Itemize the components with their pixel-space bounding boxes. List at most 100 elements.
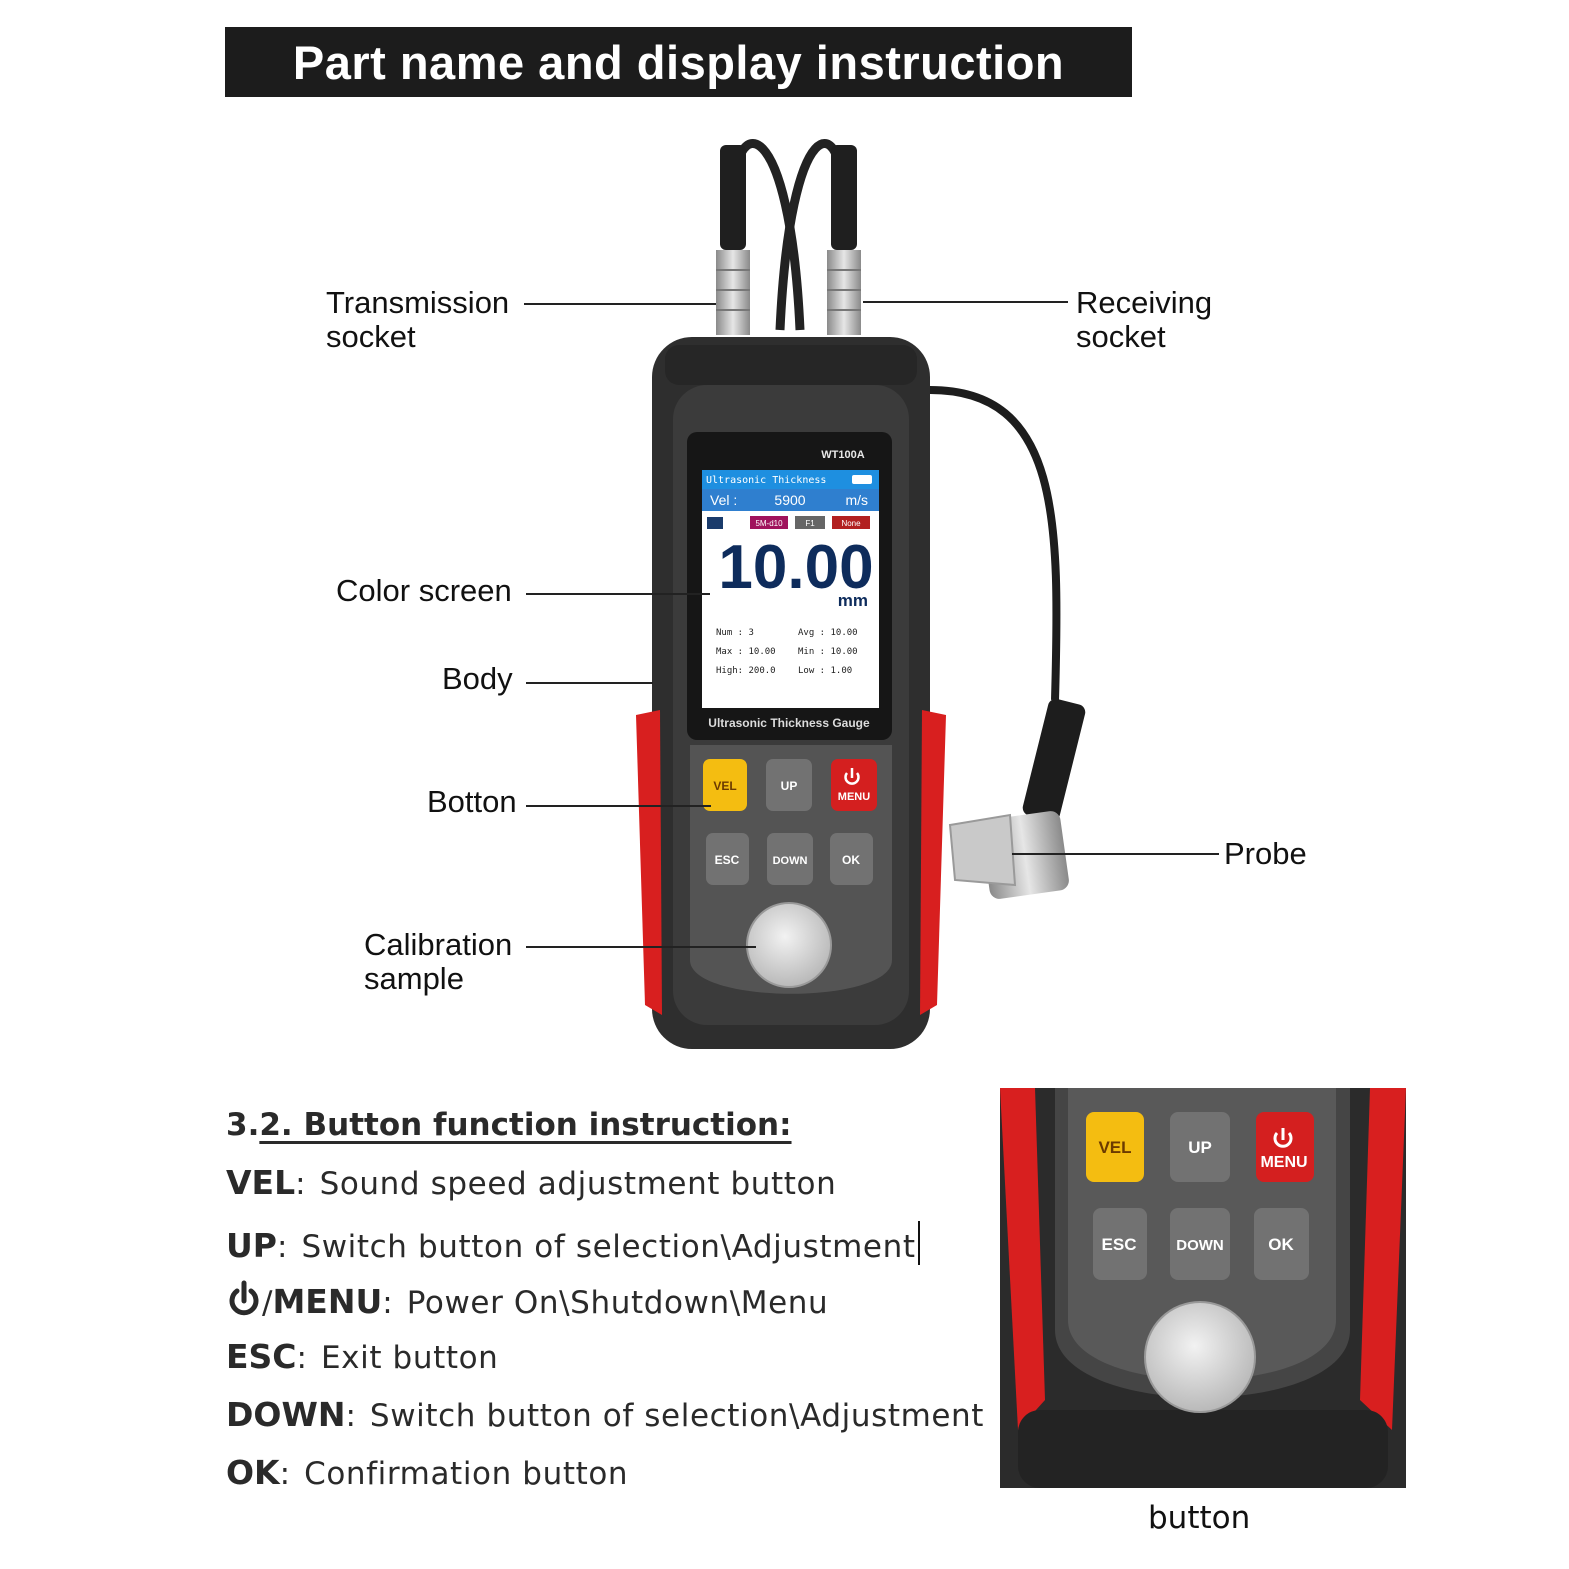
down-key: DOWN [773,855,808,867]
leader-body [526,682,653,684]
ok-key-cap [830,833,873,885]
mode-tag: F1 [805,519,815,528]
probe-tag: 5M-d10 [755,519,783,528]
function-slash: / [262,1285,273,1321]
device-footer-label: Ultrasonic Thickness Gauge [708,716,870,730]
function-desc-esc: Exit button [320,1340,499,1376]
function-sep: : [345,1398,356,1434]
header-bar: Part name and display instruction [225,27,1132,97]
function-row-vel: VEL: Sound speed adjustment button [226,1163,984,1221]
closeup-caption: button [1148,1500,1251,1536]
callout-color-screen: Color screen [336,573,512,608]
inset-up-key: UP [1188,1138,1212,1157]
down-key-cap [767,833,813,885]
callout-calibration-line1: Calibration [364,927,513,962]
callout-receiving-socket: Receiving socket [1076,286,1212,354]
callout-calibration-line2: sample [364,961,464,996]
callout-receiving-line1: Receiving [1076,285,1213,320]
power-icon [229,1280,259,1316]
calibration-sample-disc [746,902,832,988]
receiving-socket-connector [827,250,861,335]
callout-calibration-sample: Calibration sample [364,928,512,996]
vel-unit: m/s [845,492,868,508]
receiving-plug [831,145,857,250]
function-row-up: UP: Switch button of selection\Adjustment [226,1221,984,1279]
function-key-ok: OK [226,1453,280,1492]
menu-key-cap [831,759,877,811]
callout-transmission-line1: Transmission [326,285,510,320]
leader-transmission [524,303,716,305]
function-key-menu: MENU [272,1282,383,1321]
button-closeup [1000,1088,1406,1488]
stat-num: Num : 3 [716,628,754,638]
function-sep: : [276,1229,288,1265]
function-sep: : [295,1166,306,1202]
function-key-esc: ESC [226,1337,297,1376]
leader-calibration [526,946,756,948]
vel-label: Vel : [710,492,737,508]
function-sep: : [296,1340,307,1376]
up-key-cap [766,759,812,811]
stat-low: Low : 1.00 [798,666,852,676]
leader-color-screen [526,593,710,595]
function-key-down: DOWN [226,1395,346,1434]
heading-text: 2. Button function instruction: [259,1107,792,1143]
vel-key: VEL [713,779,736,793]
vel-key-cap [703,759,747,811]
probe-cable [929,386,1061,701]
vel-value: 5900 [774,492,805,508]
alarm-tag: None [841,519,861,528]
function-key-vel: VEL [226,1163,296,1202]
callout-receiving-line2: socket [1076,319,1166,354]
leader-button [526,805,711,807]
power-icon [844,768,860,785]
function-row-esc: ESC: Exit button [226,1337,984,1395]
up-key: UP [781,779,798,793]
function-desc-ok: Confirmation button [304,1456,629,1492]
callout-transmission-socket: Transmission socket [326,286,509,354]
button-function-section: 3.2. Button function instruction: VEL: So… [226,1105,984,1511]
function-sep: : [279,1456,291,1492]
function-row-ok: OK: Confirmation button [226,1453,984,1511]
menu-key: MENU [838,791,870,803]
function-desc-up: Switch button of selection\Adjustment [301,1229,916,1265]
reading-unit: mm [838,591,868,610]
inset-down-key: DOWN [1176,1237,1224,1254]
probe-face [948,813,1017,887]
callout-body: Body [442,661,513,696]
function-row-menu: /MENU: Power On\Shutdown\Menu [226,1279,984,1337]
stats-block: Num : 3 Avg : 10.00 Max : 10.00 Min : 10… [716,628,858,676]
transmission-plug [720,145,746,250]
inset-menu-key: MENU [1260,1154,1307,1171]
heading-prefix: 3. [226,1107,260,1143]
text-cursor [917,1221,920,1265]
ok-key: OK [842,853,860,867]
callout-button: Botton [427,784,517,819]
function-row-down: DOWN: Switch button of selection\Adjustme… [226,1395,984,1453]
stat-high: High: 200.0 [716,666,776,676]
stat-min: Min : 10.00 [798,647,858,657]
leader-probe [1012,853,1219,855]
section-heading: 3.2. Button function instruction: [226,1105,984,1163]
function-sep: : [382,1285,393,1321]
callout-probe: Probe [1224,836,1307,871]
right-grip [920,710,946,1015]
leader-receiving [863,301,1068,303]
function-desc-menu: Power On\Shutdown\Menu [406,1285,829,1321]
inset-esc-key: ESC [1102,1235,1137,1254]
inset-ok-key: OK [1268,1235,1294,1254]
left-grip [636,710,662,1015]
function-desc-down: Switch button of selection\Adjustment [369,1398,985,1434]
page-title: Part name and display instruction [292,36,1065,89]
function-key-up: UP [226,1226,277,1265]
callout-transmission-line2: socket [326,319,416,354]
thickness-reading: 10.00 [718,533,873,602]
stat-max: Max : 10.00 [716,647,776,657]
esc-key-cap [706,833,749,885]
inset-vel-key: VEL [1098,1138,1131,1157]
inset-power-icon [1273,1128,1293,1148]
function-desc-vel: Sound speed adjustment button [319,1166,837,1202]
esc-key: ESC [715,853,740,867]
screen-title: Ultrasonic Thickness [706,475,826,486]
